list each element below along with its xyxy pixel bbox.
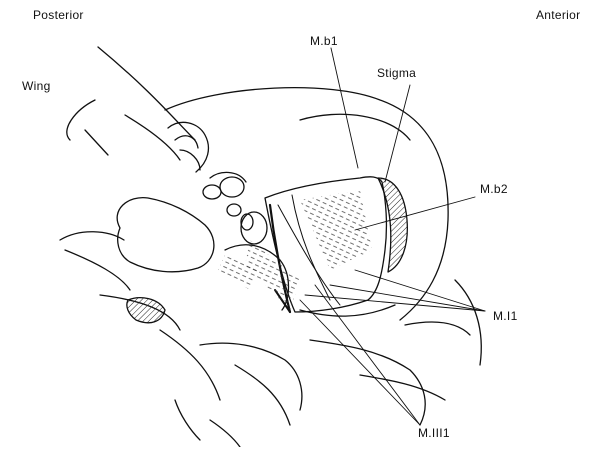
stigma xyxy=(378,178,407,272)
wing-outline xyxy=(98,47,195,140)
label-posterior: Posterior xyxy=(33,8,84,22)
posterior-lobe xyxy=(117,198,214,272)
label-ml1: M.I1 xyxy=(493,309,518,323)
label-mb1: M.b1 xyxy=(310,34,338,48)
label-mb2: M.b2 xyxy=(480,182,508,196)
label-anterior: Anterior xyxy=(536,8,580,22)
label-stigma: Stigma xyxy=(377,66,416,80)
label-mlll1: M.III1 xyxy=(418,426,450,440)
label-wing: Wing xyxy=(22,79,51,93)
wing-vein xyxy=(85,130,108,155)
